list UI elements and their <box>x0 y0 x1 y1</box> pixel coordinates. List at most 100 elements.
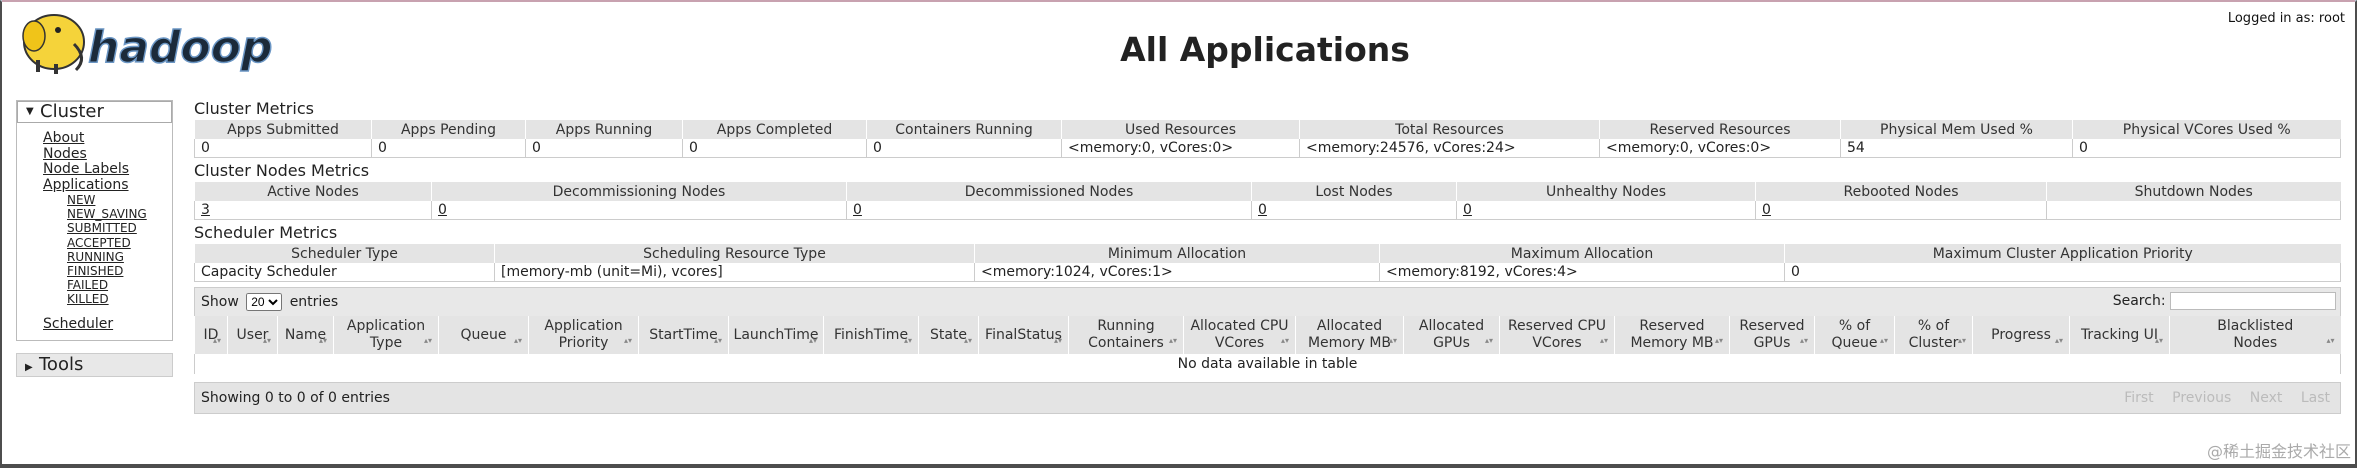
pager-first-button[interactable]: First <box>2124 390 2154 406</box>
metric-value: <memory:0, vCores:0> <box>1599 139 1841 158</box>
lost-nodes-link[interactable]: 0 <box>1258 202 1267 218</box>
col-header: Scheduler Type <box>194 244 495 263</box>
nav-link-state-failed[interactable]: FAILED <box>67 278 109 293</box>
metric-value: 54 <box>1840 139 2073 158</box>
sort-icon: ▴▾ <box>903 336 912 345</box>
pager-previous-button[interactable]: Previous <box>2172 390 2232 406</box>
nodes-metrics-header-row: Active Nodes Decommissioning Nodes Decom… <box>194 182 2341 201</box>
column-header-label: Tracking UI <box>2080 326 2159 343</box>
nav-link-state-new[interactable]: NEW <box>67 193 96 207</box>
column-header-label: VCores <box>1532 335 1582 351</box>
cluster-toggle[interactable]: ▼Cluster <box>17 101 172 123</box>
top-accent-line <box>2 0 2355 2</box>
nav-link-state-running[interactable]: RUNNING <box>67 249 124 264</box>
column-header-label: State <box>929 326 968 343</box>
nav-link-about[interactable]: About <box>43 130 85 146</box>
pager-next-button[interactable]: Next <box>2249 390 2283 406</box>
metric-value-cell: 0 <box>1456 201 1756 220</box>
nav-link-applications[interactable]: Applications <box>43 176 129 193</box>
column-header-label: Memory MB <box>1630 335 1714 351</box>
col-header: Minimum Allocation <box>974 244 1380 263</box>
sidebar: ▼Cluster About Nodes Node Labels Applica… <box>16 100 173 378</box>
column-header-label: % of <box>1917 318 1950 334</box>
nav-link-state-submitted[interactable]: SUBMITTED <box>67 221 137 236</box>
sort-icon: ▴▾ <box>212 336 221 345</box>
nav-link-nodes[interactable]: Nodes <box>43 145 87 162</box>
sort-icon: ▴▾ <box>513 336 522 345</box>
sortable-column-header[interactable]: Name▴▾ <box>277 316 334 354</box>
sort-icon: ▴▾ <box>963 336 972 345</box>
search-input[interactable] <box>2170 292 2336 310</box>
metric-value: <memory:0, vCores:0> <box>1061 139 1300 158</box>
active-nodes-link[interactable]: 3 <box>201 202 210 218</box>
sortable-column-header[interactable]: LaunchTime▴▾ <box>728 316 824 354</box>
metric-value: <memory:1024, vCores:1> <box>974 263 1380 282</box>
sort-icon: ▴▾ <box>1168 336 1177 345</box>
sortable-column-header[interactable]: Progress▴▾ <box>1972 316 2070 354</box>
decommissioning-nodes-link[interactable]: 0 <box>438 202 447 218</box>
sortable-column-header[interactable]: StartTime▴▾ <box>638 316 729 354</box>
metric-value: Capacity Scheduler <box>194 263 495 282</box>
metric-value: <memory:24576, vCores:24> <box>1299 139 1600 158</box>
tools-toggle[interactable]: ▶Tools <box>16 353 173 378</box>
column-header-label: Priority <box>558 335 609 351</box>
cluster-metrics-header-row: Apps Submitted Apps Pending Apps Running… <box>194 120 2341 139</box>
sort-icon: ▴▾ <box>1388 336 1397 345</box>
app-state-links: NEW NEW_SAVING SUBMITTED ACCEPTED RUNNIN… <box>43 193 172 307</box>
col-header: Shutdown Nodes <box>2046 182 2341 201</box>
nav-link-state-killed[interactable]: KILLED <box>67 292 109 307</box>
column-header-label: GPUs <box>1433 335 1470 351</box>
metric-value: 0 <box>1784 263 2341 282</box>
column-header-label: LaunchTime <box>733 326 819 343</box>
nav-link-state-new-saving[interactable]: NEW_SAVING <box>67 207 147 222</box>
sortable-column-header[interactable]: ID▴▾ <box>194 316 228 354</box>
metric-value-cell: 3 <box>194 201 432 220</box>
sort-icon: ▴▾ <box>2326 336 2335 345</box>
nav-link-state-accepted[interactable]: ACCEPTED <box>67 235 131 250</box>
col-header: Unhealthy Nodes <box>1456 182 1756 201</box>
metric-value-cell <box>2046 201 2341 220</box>
column-header-label: GPUs <box>1753 335 1791 351</box>
metric-value: 0 <box>682 139 867 158</box>
logo-text: hadoop <box>88 22 272 73</box>
column-header-label: Nodes <box>2233 335 2278 351</box>
sortable-column-header[interactable]: State▴▾ <box>918 316 979 354</box>
unhealthy-nodes-link[interactable]: 0 <box>1463 202 1472 218</box>
column-header-label: Queue <box>460 326 507 343</box>
empty-row: No data available in table <box>194 354 2341 374</box>
nav-link-scheduler[interactable]: Scheduler <box>43 315 114 332</box>
pager-last-button[interactable]: Last <box>2300 390 2330 406</box>
scheduler-metrics-header-row: Scheduler Type Scheduling Resource Type … <box>194 244 2341 263</box>
rebooted-nodes-link[interactable]: 0 <box>1762 202 1771 218</box>
sortable-column-header[interactable]: Tracking UI▴▾ <box>2069 316 2170 354</box>
sortable-column-header[interactable]: FinishTime▴▾ <box>823 316 919 354</box>
page-length-select[interactable]: 20 <box>246 293 283 311</box>
sortable-column-header[interactable]: Queue ▴▾ <box>438 316 529 354</box>
nav-link-state-finished[interactable]: FINISHED <box>67 264 124 279</box>
main-content: Cluster Metrics Apps Submitted Apps Pend… <box>194 98 2341 414</box>
col-header: Lost Nodes <box>1251 182 1457 201</box>
nav-link-node-labels[interactable]: Node Labels <box>43 161 130 177</box>
table-controls: Show 20 entries Search: <box>194 287 2341 316</box>
sortable-column-header[interactable]: User▴▾ <box>227 316 278 354</box>
decommissioned-nodes-link[interactable]: 0 <box>853 202 862 218</box>
logged-in-label: Logged in as: root <box>2227 11 2345 26</box>
table-footer: Showing 0 to 0 of 0 entries First Previo… <box>194 382 2341 414</box>
sortable-column-header[interactable]: FinalStatus▴▾ <box>978 316 1069 354</box>
column-header-label: Allocated <box>1418 318 1485 334</box>
hadoop-logo[interactable]: hadoop <box>16 10 296 80</box>
sort-icon: ▴▾ <box>1280 336 1289 345</box>
metric-value-cell: 0 <box>846 201 1252 220</box>
